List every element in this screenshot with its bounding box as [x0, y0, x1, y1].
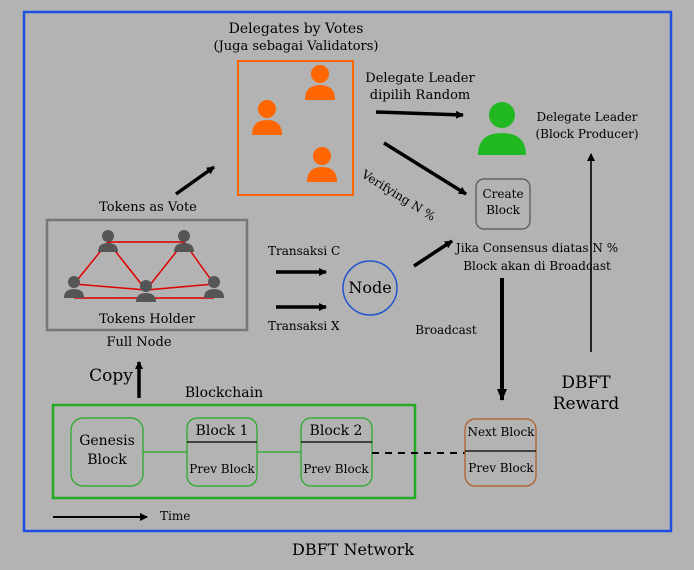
block2-prev: Prev Block — [303, 462, 369, 476]
tokens-as-vote-label: Tokens as Vote — [99, 200, 197, 215]
transaksi-x-label: Transaksi X — [268, 319, 340, 333]
create-block-line1: Create — [482, 187, 524, 201]
delegate-leader-line1: Delegate Leader — [536, 110, 638, 124]
reward-line2: Reward — [552, 394, 620, 414]
network-label: DBFT Network — [291, 540, 415, 559]
block1-prev: Prev Block — [189, 462, 255, 476]
network-border — [22, 10, 673, 533]
node-label: Node — [348, 278, 392, 297]
broadcast-label: Broadcast — [415, 323, 477, 337]
copy-label: Copy — [89, 366, 133, 386]
arrow-delegates-to-leader — [375, 110, 464, 119]
transaksi-c-label: Transaksi C — [268, 244, 341, 258]
next-block-box — [464, 418, 537, 487]
next-block-title: Next Block — [467, 425, 535, 439]
arrow-tokens-to-delegates — [174, 165, 216, 196]
block1-title: Block 1 — [195, 423, 249, 439]
arrow-verifying — [383, 141, 467, 196]
delegates-title-line1: Delegates by Votes — [228, 21, 364, 37]
node-circle — [342, 260, 398, 316]
block2-title: Block 2 — [309, 423, 363, 439]
full-node-label: Full Node — [106, 335, 172, 350]
delegates-box — [237, 60, 354, 196]
genesis-line2: Block — [87, 452, 127, 468]
create-block-line2: Block — [486, 203, 520, 217]
leader-random-line2: dipilih Random — [369, 88, 471, 103]
next-block-prev: Prev Block — [468, 461, 534, 475]
tokens-holder-box — [45, 218, 249, 332]
blockchain-title: Blockchain — [184, 385, 264, 401]
delegate-leader-line2: (Block Producer) — [535, 127, 639, 141]
delegates-title-line2: (Juga sebagai Validators) — [213, 39, 379, 54]
blockchain-box — [51, 403, 417, 500]
reward-line1: DBFT — [561, 373, 611, 393]
consensus-line2: Block akan di Broadcast — [463, 259, 611, 273]
arrow-node-to-create — [413, 239, 453, 268]
leader-icon — [478, 102, 526, 155]
create-block-box — [475, 178, 531, 230]
leader-random-line1: Delegate Leader — [365, 71, 475, 86]
consensus-line1: Jika Consensus diatas N % — [455, 241, 619, 255]
time-label: Time — [160, 509, 191, 523]
tokens-holder-label: Tokens Holder — [99, 312, 195, 327]
genesis-line1: Genesis — [79, 433, 135, 449]
